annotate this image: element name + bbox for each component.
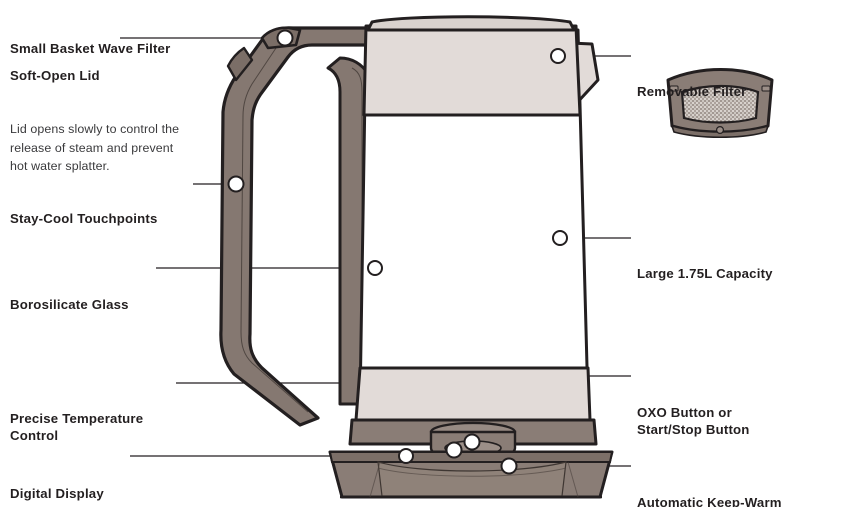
callout-digital-display: Digital Display (10, 449, 104, 507)
kettle-graphic (219, 15, 614, 499)
callout-oxo-button: OXO Button or Start/Stop Button (637, 368, 750, 474)
callout-oxo-button-title: OXO Button or Start/Stop Button (637, 405, 750, 437)
filter-bottom-rail (670, 124, 770, 139)
callout-borosilicate-glass: Borosilicate Glass (10, 260, 129, 349)
filter-mesh (680, 84, 760, 124)
handle-thumb-rest (226, 46, 254, 82)
callout-borosilicate-glass-title: Borosilicate Glass (10, 297, 129, 312)
callout-precise-temperature-control-title: Precise Temperature Control (10, 411, 144, 443)
filter-center-stud (715, 125, 724, 134)
callout-soft-open-lid-body: Lid opens slowly to control the release … (10, 122, 180, 173)
callout-automatic-keep-warm-title: Automatic Keep-Warm Function (637, 495, 782, 507)
callout-markers (227, 29, 568, 475)
filter-tab-right (761, 85, 771, 92)
borosilicate-glass-marker[interactable] (367, 260, 383, 276)
callout-stay-cool-touchpoints: Stay-Cool Touchpoints (10, 174, 158, 263)
base-contour-lines (369, 461, 579, 498)
kettle-lower-band (354, 366, 592, 422)
stay-cool-touchpoints-marker[interactable] (227, 175, 245, 193)
keep-warm-marker[interactable] (500, 457, 518, 475)
removable-filter-graphic (666, 68, 774, 139)
base-inset-panel (377, 461, 567, 497)
callout-large-capacity: Large 1.75L Capacity (637, 229, 773, 318)
callout-large-capacity-title: Large 1.75L Capacity (637, 266, 773, 281)
callout-soft-open-lid-title: Soft-Open Lid (10, 68, 100, 83)
callout-digital-display-title: Digital Display (10, 486, 104, 501)
callout-soft-open-lid: Soft-Open Lid Lid opens slowly to contro… (10, 31, 210, 212)
callout-stay-cool-touchpoints-title: Stay-Cool Touchpoints (10, 211, 158, 226)
callout-removable-filter: Removable Filter (637, 47, 746, 136)
oxo-button-marker[interactable] (463, 433, 481, 451)
filter-tab-left (669, 85, 679, 92)
soft-open-lid-marker[interactable] (276, 29, 294, 47)
diagram-title: Small Basket Wave Filter (10, 4, 170, 93)
kettle-lid-top (366, 15, 576, 32)
precise-temperature-marker[interactable] (445, 441, 463, 459)
removable-filter-marker[interactable] (550, 48, 566, 64)
callout-removable-filter-title: Removable Filter (637, 84, 747, 99)
base-top-rim (328, 451, 614, 463)
digital-display-marker[interactable] (398, 448, 414, 464)
callout-automatic-keep-warm: Automatic Keep-Warm Function (637, 458, 782, 507)
diagram-title-text: Small Basket Wave Filter (10, 41, 171, 56)
kettle-lid-band (362, 24, 582, 117)
handle-contour-lines (240, 47, 363, 413)
callout-precise-temperature-control: Precise Temperature Control (10, 374, 143, 480)
large-capacity-marker[interactable] (552, 230, 568, 246)
